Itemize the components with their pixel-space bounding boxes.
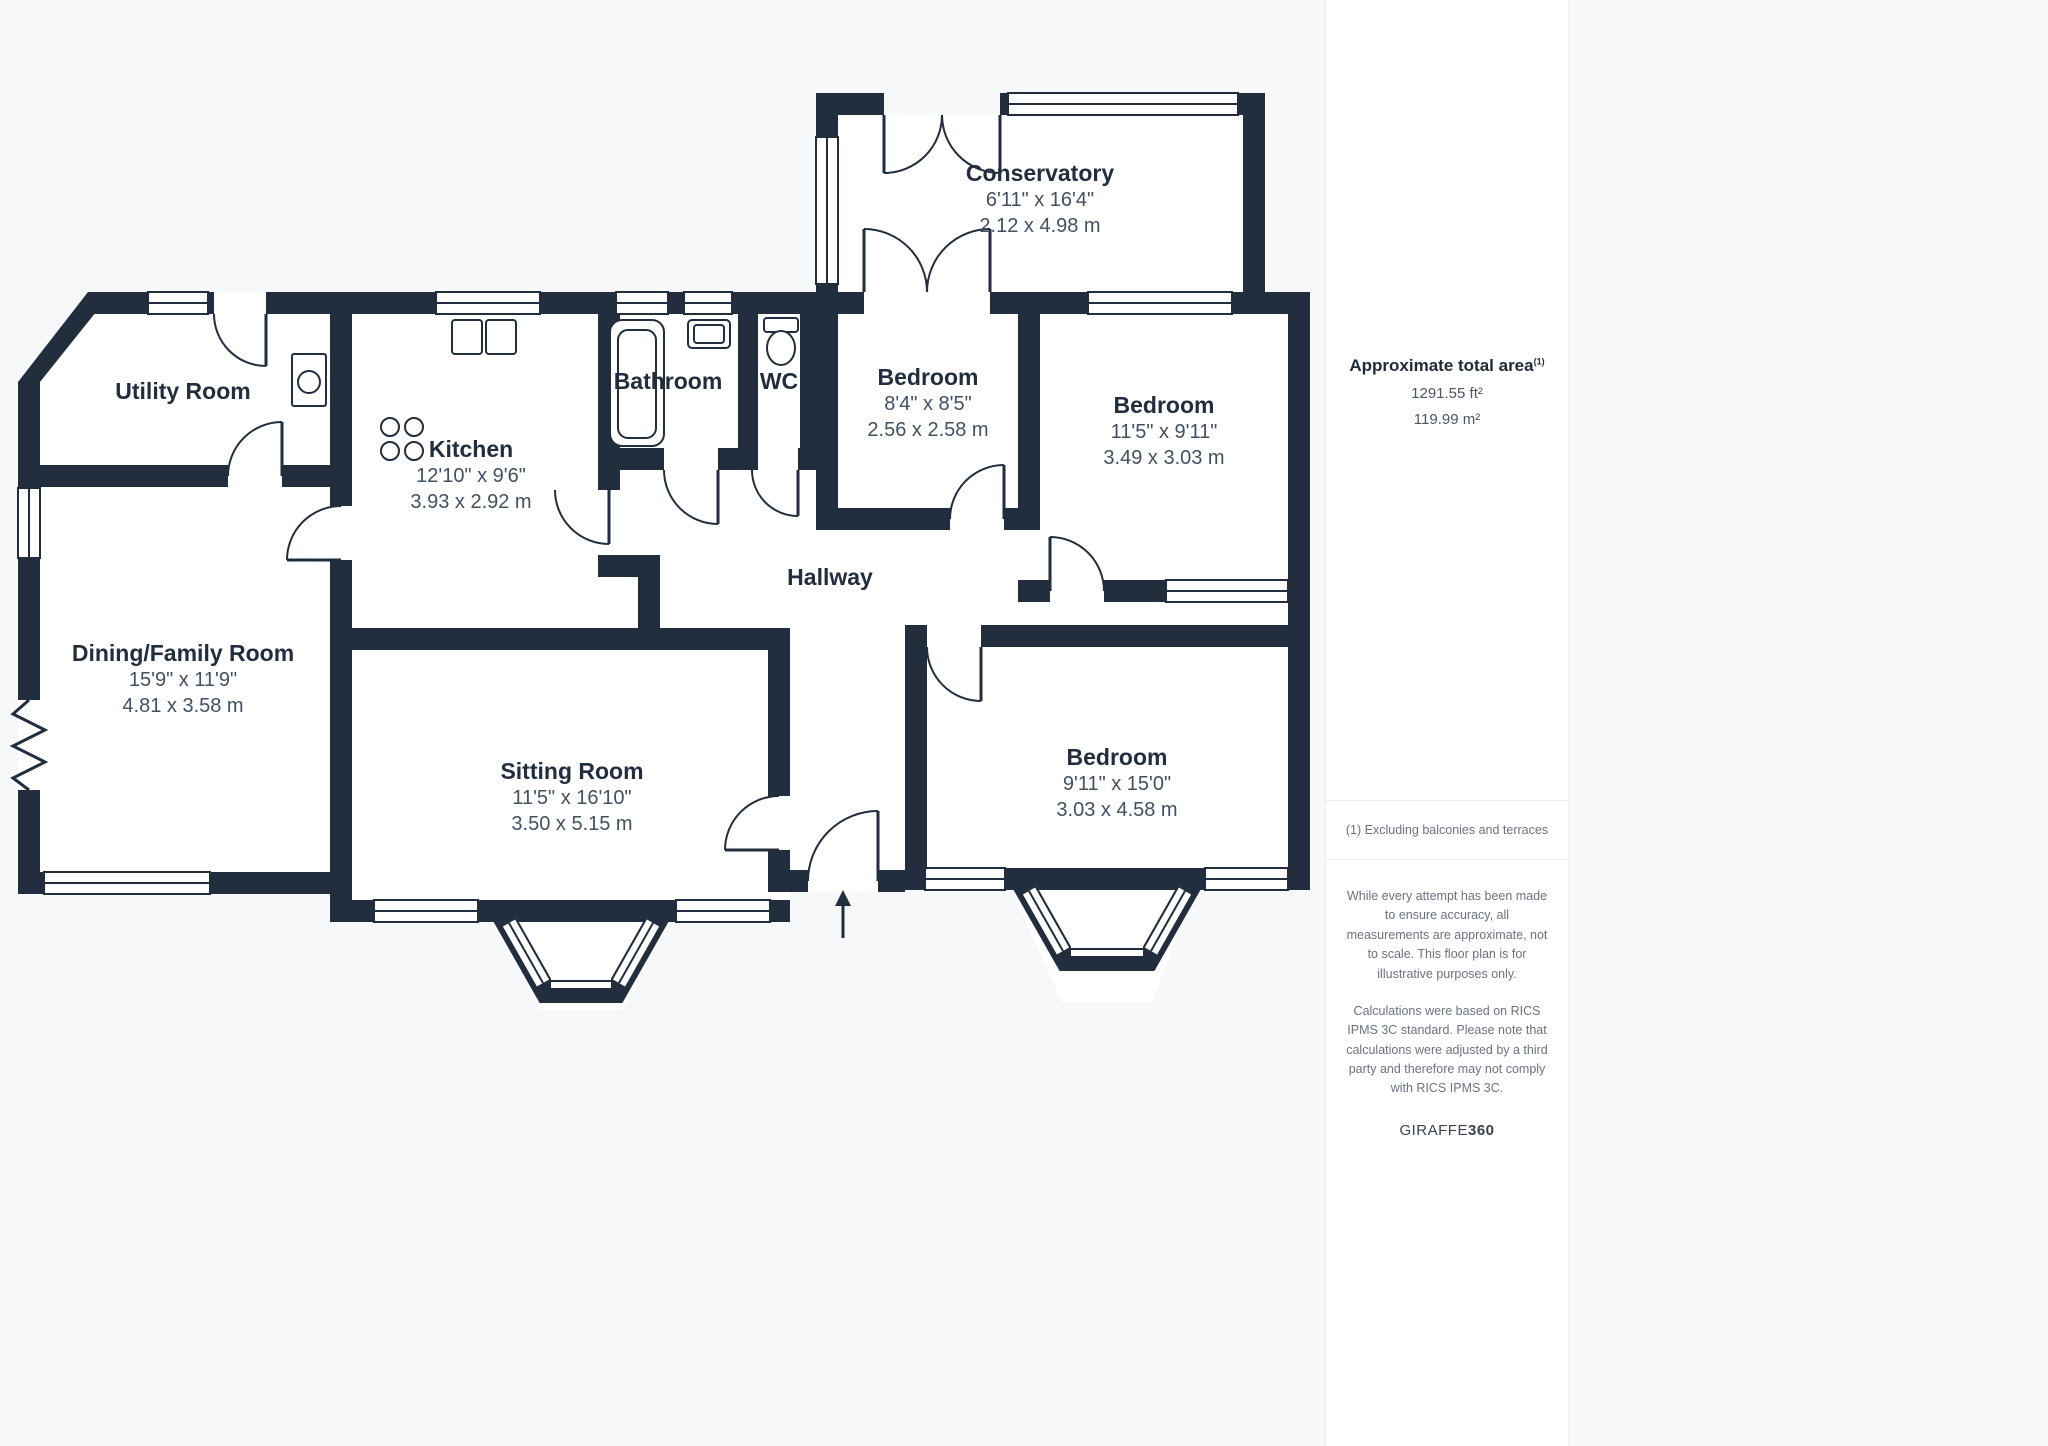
- window: [147, 291, 209, 315]
- entrance-arrow-icon: [835, 890, 851, 938]
- stove-icon: [380, 417, 424, 461]
- door-wc: [751, 469, 800, 517]
- bathtub-icon: [609, 319, 665, 447]
- total-area-block: Approximate total area(1) 1291.55 ft² 11…: [1326, 356, 1568, 428]
- walls: [18, 93, 1310, 922]
- window: [43, 871, 211, 895]
- window: [675, 899, 771, 923]
- window: [1007, 92, 1239, 116]
- window: [435, 291, 541, 315]
- door-conservatory-french-right: [941, 114, 1002, 174]
- window: [17, 487, 41, 559]
- window: [1204, 867, 1289, 891]
- bay-window-sitting-room: [481, 900, 681, 1003]
- window: [924, 867, 1006, 891]
- door-bathroom: [663, 469, 720, 525]
- wardrobe-front: [1165, 579, 1289, 603]
- door-dining-kitchen: [286, 505, 342, 562]
- washer-icon: [291, 353, 327, 407]
- door-bedroom-small: [949, 464, 1006, 520]
- door-sitting-room: [724, 795, 780, 852]
- doors: [213, 114, 1105, 882]
- window: [615, 291, 669, 315]
- kitchen-sink-icon: [451, 319, 517, 355]
- total-area-ft: 1291.55 ft²: [1411, 385, 1483, 402]
- bathroom-sink-icon: [687, 319, 731, 349]
- door-front-entrance: [807, 810, 880, 882]
- windows: [17, 92, 1289, 923]
- floor-plan: [9, 92, 1310, 1003]
- door-utility-dining: [227, 421, 284, 477]
- door-kitchen-hallway: [554, 489, 611, 545]
- footnote: (1) Excluding balconies and terraces: [1326, 800, 1568, 860]
- window: [1087, 291, 1233, 315]
- disclaimer-rics: Calculations were based on RICS IPMS 3C …: [1346, 1003, 1548, 1096]
- window: [683, 291, 733, 315]
- window: [815, 136, 839, 285]
- door-bedroom-large: [926, 646, 983, 702]
- door-bedroom-conservatory-right: [926, 228, 992, 293]
- door-utility-exterior: [213, 313, 268, 367]
- giraffe360-logo: GIRAFFE360: [1399, 1121, 1495, 1139]
- disclaimer-block: While every attempt has been made to ens…: [1326, 863, 1568, 1142]
- total-area-m: 119.99 m²: [1413, 411, 1481, 428]
- footnote-marker: (1): [1533, 356, 1545, 367]
- door-bedroom-conservatory-left: [862, 228, 928, 293]
- door-conservatory-french-left: [882, 114, 943, 174]
- total-area-label: Approximate total area(1): [1349, 356, 1545, 375]
- info-panel: Approximate total area(1) 1291.55 ft² 11…: [1325, 0, 1569, 1446]
- window: [373, 899, 479, 923]
- fixtures: [291, 317, 799, 461]
- wall-break-symbol: [9, 698, 49, 792]
- door-bedroom-mid: [1048, 536, 1105, 592]
- disclaimer-accuracy: While every attempt has been made to ens…: [1346, 889, 1548, 981]
- bay-window-bedroom: [1001, 868, 1213, 971]
- toilet-icon: [763, 317, 799, 366]
